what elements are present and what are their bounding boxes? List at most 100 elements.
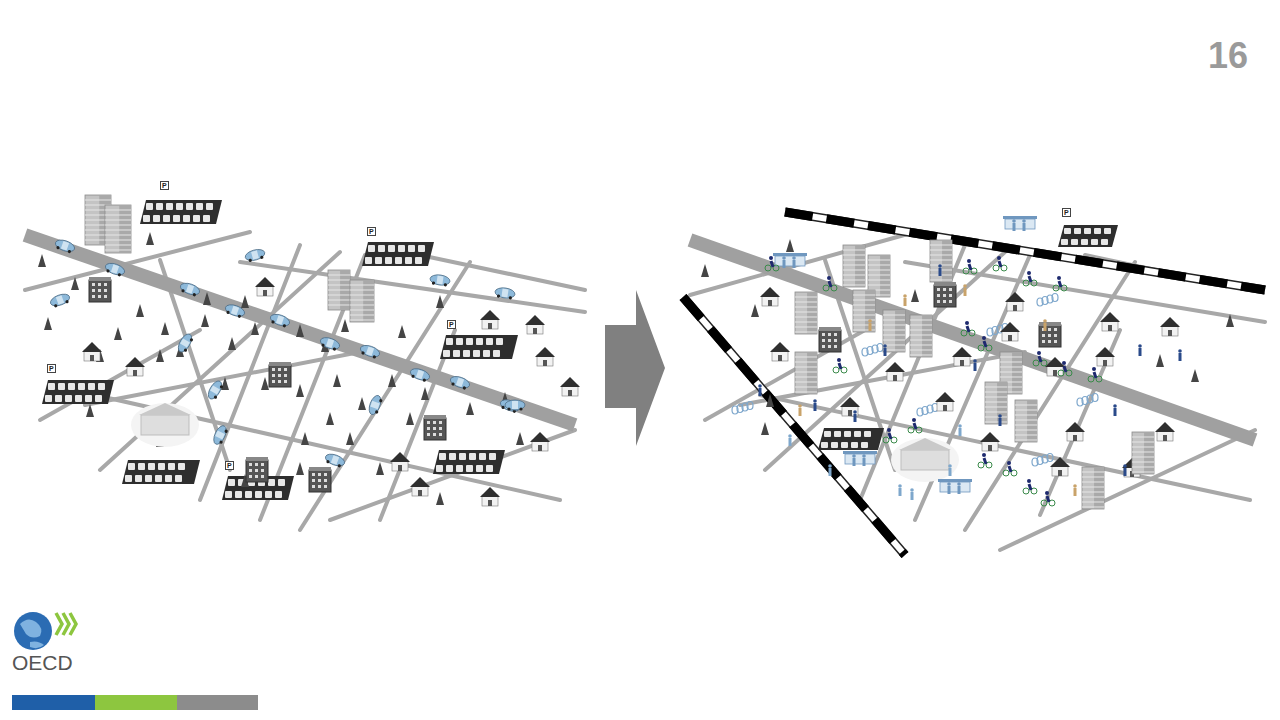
oecd-logo xyxy=(14,612,76,650)
footer-bar xyxy=(12,695,95,710)
tower-block xyxy=(795,352,817,394)
cyclist xyxy=(823,276,837,291)
pedestrian xyxy=(788,434,792,446)
car xyxy=(449,374,471,391)
house xyxy=(390,452,410,471)
cyclist xyxy=(1088,367,1102,382)
cyclist xyxy=(978,453,992,468)
tree xyxy=(261,377,269,390)
street xyxy=(1040,330,1120,515)
parking-sign: P xyxy=(447,320,456,329)
tree xyxy=(516,432,524,445)
transition-arrow xyxy=(605,290,665,446)
car xyxy=(211,424,229,447)
rail-line xyxy=(785,212,1265,290)
car xyxy=(176,332,195,355)
page-number: 16 xyxy=(1208,38,1248,74)
cyclist xyxy=(1053,276,1067,291)
tree xyxy=(346,432,354,445)
parking-lot xyxy=(362,242,434,266)
cyclist xyxy=(833,358,847,373)
car xyxy=(429,274,450,287)
bike-rack xyxy=(1032,454,1053,467)
house xyxy=(885,362,905,381)
tower-block xyxy=(328,270,350,310)
cyclist xyxy=(883,428,897,443)
pedestrian xyxy=(862,454,866,466)
tower-block xyxy=(883,310,905,352)
pedestrian xyxy=(1113,404,1117,416)
tree xyxy=(86,404,94,417)
parking-lot xyxy=(140,200,222,224)
bike-rack xyxy=(862,344,883,357)
house xyxy=(82,342,102,361)
parking-sign: P xyxy=(160,181,169,190)
pedestrian xyxy=(910,488,914,500)
tree xyxy=(296,324,304,337)
house xyxy=(1095,347,1115,366)
tree xyxy=(1156,354,1164,367)
house xyxy=(535,347,555,366)
car xyxy=(359,343,381,360)
street xyxy=(905,262,1265,322)
house xyxy=(410,477,430,496)
cyclist xyxy=(1003,461,1017,476)
parking-sign: P xyxy=(1062,208,1071,217)
footer-bar xyxy=(95,695,177,710)
tree xyxy=(766,394,774,407)
cyclist xyxy=(908,418,922,433)
house xyxy=(1000,322,1020,341)
car xyxy=(244,248,266,263)
tree xyxy=(296,384,304,397)
street xyxy=(85,352,360,405)
house xyxy=(560,377,580,396)
street xyxy=(420,255,585,290)
tree xyxy=(251,322,259,335)
house xyxy=(1100,312,1120,331)
parking-lot xyxy=(440,335,518,359)
house xyxy=(952,347,972,366)
pedestrian xyxy=(798,404,802,416)
pedestrian xyxy=(1022,219,1026,231)
parking-lot xyxy=(433,450,505,474)
tree xyxy=(436,492,444,505)
house xyxy=(1155,422,1175,441)
cyclist xyxy=(993,256,1007,271)
house xyxy=(1045,357,1065,376)
tree xyxy=(761,422,769,435)
logo-text: OECD xyxy=(12,652,73,673)
tree xyxy=(203,292,211,305)
tree xyxy=(341,319,349,332)
pedestrian xyxy=(998,414,1002,426)
pedestrian xyxy=(973,359,977,371)
car xyxy=(49,292,71,309)
house xyxy=(480,310,500,329)
tree xyxy=(301,432,309,445)
office-building xyxy=(819,327,841,352)
pedestrian xyxy=(782,256,786,268)
tree xyxy=(701,264,709,277)
tree xyxy=(114,327,122,340)
tree xyxy=(751,304,759,317)
house xyxy=(760,287,780,306)
footer-bar xyxy=(177,695,258,710)
street xyxy=(1000,430,1255,550)
pedestrian xyxy=(1138,344,1142,356)
tower-block xyxy=(350,280,374,322)
parking-lot xyxy=(818,428,884,450)
tower-block xyxy=(1132,432,1154,474)
cyclist xyxy=(1041,491,1055,506)
pedestrian xyxy=(957,482,961,494)
tower-block xyxy=(105,205,131,253)
house xyxy=(1005,292,1025,311)
tree xyxy=(1226,314,1234,327)
tree xyxy=(436,295,444,308)
street xyxy=(330,430,575,520)
pedestrian xyxy=(963,284,967,296)
house xyxy=(980,432,1000,451)
tree xyxy=(296,462,304,475)
pedestrian xyxy=(1123,464,1127,476)
pedestrian xyxy=(758,384,762,396)
bike-rack xyxy=(917,404,938,417)
pedestrian xyxy=(852,454,856,466)
